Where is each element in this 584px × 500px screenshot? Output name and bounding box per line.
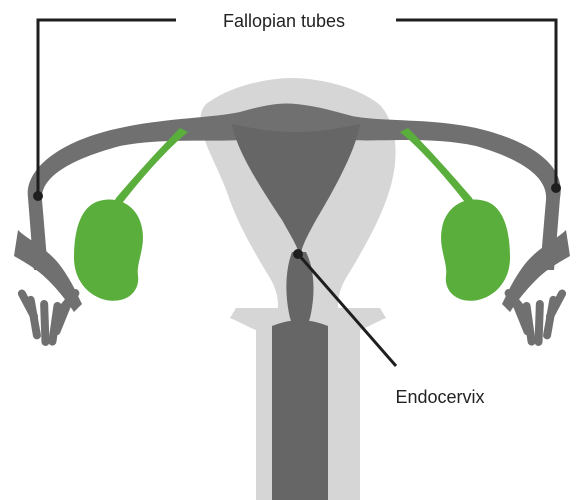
left-ovary [74, 200, 143, 301]
endocervix-marker [293, 249, 303, 259]
fallopian-marker-right [551, 183, 561, 193]
fallopian-tubes-label: Fallopian tubes [223, 11, 345, 31]
fallopian-marker-left [33, 191, 43, 201]
right-fimbriae [502, 230, 570, 346]
left-fimbriae [14, 230, 82, 346]
vaginal-canal [272, 320, 328, 500]
right-ovary [441, 200, 510, 301]
endocervix-label: Endocervix [395, 387, 484, 407]
